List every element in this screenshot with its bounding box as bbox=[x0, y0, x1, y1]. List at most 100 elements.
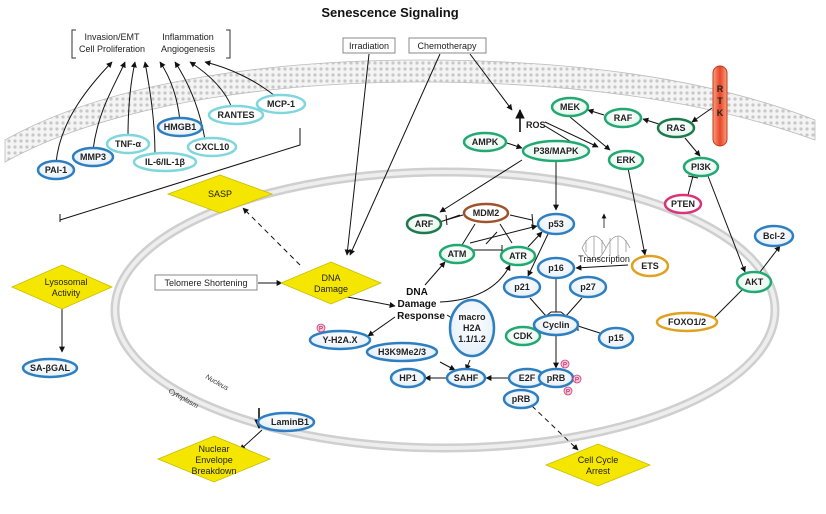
p27-node bbox=[568, 275, 608, 299]
neb-diamond bbox=[156, 435, 272, 483]
sasp-diamond bbox=[166, 174, 274, 214]
cca-label-1: Cell Cycle bbox=[578, 455, 619, 465]
sahf-node bbox=[445, 367, 487, 389]
rtk-receptor bbox=[712, 65, 728, 147]
ras-node bbox=[656, 117, 696, 139]
inflammation-label: Inflammation bbox=[162, 32, 214, 42]
hp1-label: HP1 bbox=[399, 373, 417, 383]
lysosomal-label-2: Activity bbox=[52, 288, 81, 298]
pai1-node bbox=[36, 159, 76, 181]
lysosomal-diamond bbox=[11, 264, 113, 310]
raf-label: RAF bbox=[614, 113, 633, 123]
irradiation-box bbox=[342, 37, 396, 54]
phospho-gh2ax bbox=[316, 323, 326, 333]
atr-label: ATR bbox=[509, 251, 527, 261]
cdk-label: CDK bbox=[513, 331, 533, 341]
dna-damage-label-1: DNA bbox=[321, 273, 340, 283]
phospho-prb-1-label: P bbox=[563, 363, 567, 369]
cxcl10-label: CXCL10 bbox=[195, 142, 230, 152]
pten-label: PTEN bbox=[671, 199, 695, 209]
bcl2-node bbox=[753, 224, 795, 248]
ros-label: ROS bbox=[526, 120, 546, 130]
cyclin-label: Cyclin bbox=[542, 320, 569, 330]
erk-node bbox=[607, 149, 645, 171]
blue-nodes: p53 p16 p21 p27 Cyclin p15 Bcl-2 macro H… bbox=[21, 212, 795, 433]
ddr-label-2: Damage bbox=[398, 299, 437, 310]
akt-node bbox=[735, 270, 773, 294]
transcription-label: Transcription bbox=[578, 254, 630, 264]
cca-label-2: Arrest bbox=[586, 466, 611, 476]
hp1-node bbox=[389, 367, 427, 389]
outcome-diamonds: SASP DNA Damage Lysosomal Activity Nucle… bbox=[11, 174, 652, 487]
gh2ax-node bbox=[308, 329, 372, 351]
arf-label: ARF bbox=[415, 219, 434, 229]
arf-node bbox=[405, 213, 443, 235]
cell-cycle-arrest-diamond bbox=[544, 443, 652, 487]
prb-label: pRB bbox=[547, 373, 566, 383]
mdm2-node bbox=[462, 202, 510, 224]
nuclear-membrane-inner bbox=[113, 170, 777, 450]
rtk-t: T bbox=[717, 96, 723, 106]
mdm2-label: MDM2 bbox=[473, 208, 500, 218]
diagram-title: Senescence Signaling bbox=[321, 5, 458, 20]
prb-free-label: pRB bbox=[512, 394, 531, 404]
phenotype-bracket: Invasion/EMT Inflammation Cell Prolifera… bbox=[71, 29, 231, 59]
bcl2-label: Bcl-2 bbox=[763, 231, 785, 241]
chemotherapy-box bbox=[408, 37, 487, 54]
sabgal-label: SA-βGAL bbox=[30, 363, 70, 373]
dna-damage-label-2: Damage bbox=[314, 284, 348, 294]
prb-free-node bbox=[502, 388, 540, 410]
tnfa-label: TNF-α bbox=[115, 139, 141, 149]
nucleus-label: Nucleus bbox=[204, 374, 230, 393]
phospho-prb-2 bbox=[572, 374, 582, 384]
ampk-label: AMPK bbox=[472, 137, 499, 147]
dna-damage-diamond bbox=[279, 261, 383, 305]
raf-node bbox=[603, 107, 643, 129]
mmp3-node bbox=[71, 146, 115, 168]
pi3k-label: PI3K bbox=[691, 162, 712, 172]
mek-label: MEK bbox=[560, 102, 581, 112]
irradiation-label: Irradiation bbox=[349, 41, 389, 51]
invasion-emt-label: Invasion/EMT bbox=[84, 32, 140, 42]
macroh2a-label-2: H2A bbox=[463, 323, 482, 333]
mcp1-label: MCP-1 bbox=[267, 99, 295, 109]
rantes-node bbox=[207, 104, 265, 126]
h3k9-node bbox=[365, 341, 439, 363]
foxo-label: FOXO1/2 bbox=[668, 317, 706, 327]
neb-label-1: Nuclear bbox=[198, 444, 229, 454]
p21-node bbox=[502, 275, 542, 299]
erk-label: ERK bbox=[616, 155, 636, 165]
atm-node bbox=[438, 243, 476, 265]
ddr-label-1: DNA bbox=[406, 287, 428, 298]
cyclin-node bbox=[532, 313, 580, 337]
p38-node bbox=[521, 139, 591, 163]
phospho-prb-2-label: P bbox=[575, 378, 579, 384]
p53-node bbox=[536, 212, 576, 236]
p27-label: p27 bbox=[580, 282, 596, 292]
mek-node bbox=[550, 96, 590, 118]
akt-label: AKT bbox=[745, 277, 764, 287]
laminb1-node bbox=[256, 411, 316, 433]
p21-label: p21 bbox=[514, 282, 530, 292]
phospho-prb-3 bbox=[563, 386, 573, 396]
pi3k-node bbox=[682, 156, 720, 178]
mcp1-node bbox=[255, 93, 307, 115]
foxo-node bbox=[655, 311, 719, 333]
neb-label-3: Breakdown bbox=[191, 466, 236, 476]
neb-label-2: Envelope bbox=[195, 455, 233, 465]
p15-label: p15 bbox=[608, 333, 624, 343]
sasp-label: SASP bbox=[208, 189, 232, 199]
h3k9-label: H3K9Me2/3 bbox=[378, 347, 426, 357]
ets-node bbox=[630, 254, 670, 278]
hmgb1-label: HMGB1 bbox=[164, 122, 197, 132]
pai1-label: PAI-1 bbox=[45, 165, 67, 175]
p16-node bbox=[536, 256, 576, 280]
sahf-label: SAHF bbox=[454, 373, 479, 383]
p16-label: p16 bbox=[548, 263, 564, 273]
sasp-factors: PAI-1 MMP3 TNF-α IL-6/IL-1β HMGB1 CXCL10… bbox=[36, 93, 307, 181]
pten-node bbox=[663, 193, 703, 215]
e2f-label: E2F bbox=[519, 373, 536, 383]
p15-node bbox=[597, 326, 635, 350]
